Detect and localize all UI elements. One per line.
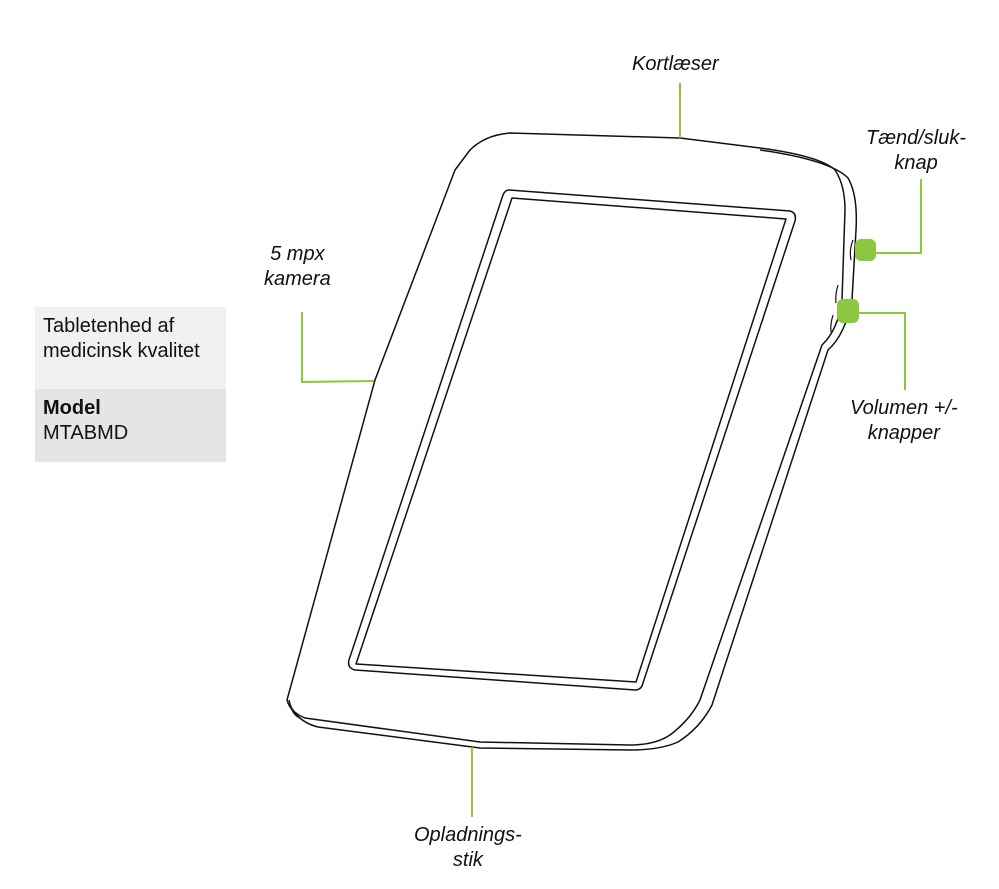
charging-label-line1: Opladnings- xyxy=(414,824,522,846)
callout-volume-buttons: Volumen +/- knapper xyxy=(850,396,958,446)
camera-label-line2: kamera xyxy=(264,268,331,290)
volume-label-line1: Volumen +/- xyxy=(850,397,958,419)
tablet-body xyxy=(286,132,858,751)
volume-label-line2: knapper xyxy=(867,422,940,444)
camera-leader xyxy=(301,312,375,384)
charging-label-line2: stik xyxy=(452,849,483,871)
power-button-label-line2: knap xyxy=(894,152,938,174)
model-label: Model xyxy=(43,397,101,419)
callout-charging-port: Opladnings- stik xyxy=(414,823,522,873)
product-title-line2: medicinsk kvalitet xyxy=(43,340,200,362)
product-title-line1: Tabletenhed af xyxy=(43,315,175,337)
callout-card-reader: Kortlæser xyxy=(632,52,719,77)
callout-power-button: Tænd/sluk- knap xyxy=(866,126,966,176)
volume-button-marker xyxy=(837,299,859,323)
product-info-box: Tabletenhed af medicinsk kvalitet Model … xyxy=(35,307,226,462)
power-button-marker xyxy=(855,239,876,261)
product-title-panel: Tabletenhed af medicinsk kvalitet xyxy=(35,307,226,389)
side-buttons xyxy=(830,239,876,333)
tablet-screen xyxy=(347,189,797,691)
callout-camera: 5 mpx kamera xyxy=(264,242,331,292)
power-button-label-line1: Tænd/sluk- xyxy=(866,127,967,149)
model-value: MTABMD xyxy=(43,422,129,444)
card-reader-label: Kortlæser xyxy=(632,53,719,75)
volume-leader xyxy=(857,312,906,390)
callout-lines xyxy=(301,83,922,817)
model-panel: Model MTABMD xyxy=(35,389,226,462)
camera-label-line1: 5 mpx xyxy=(270,243,325,265)
power-button-leader xyxy=(874,179,922,254)
